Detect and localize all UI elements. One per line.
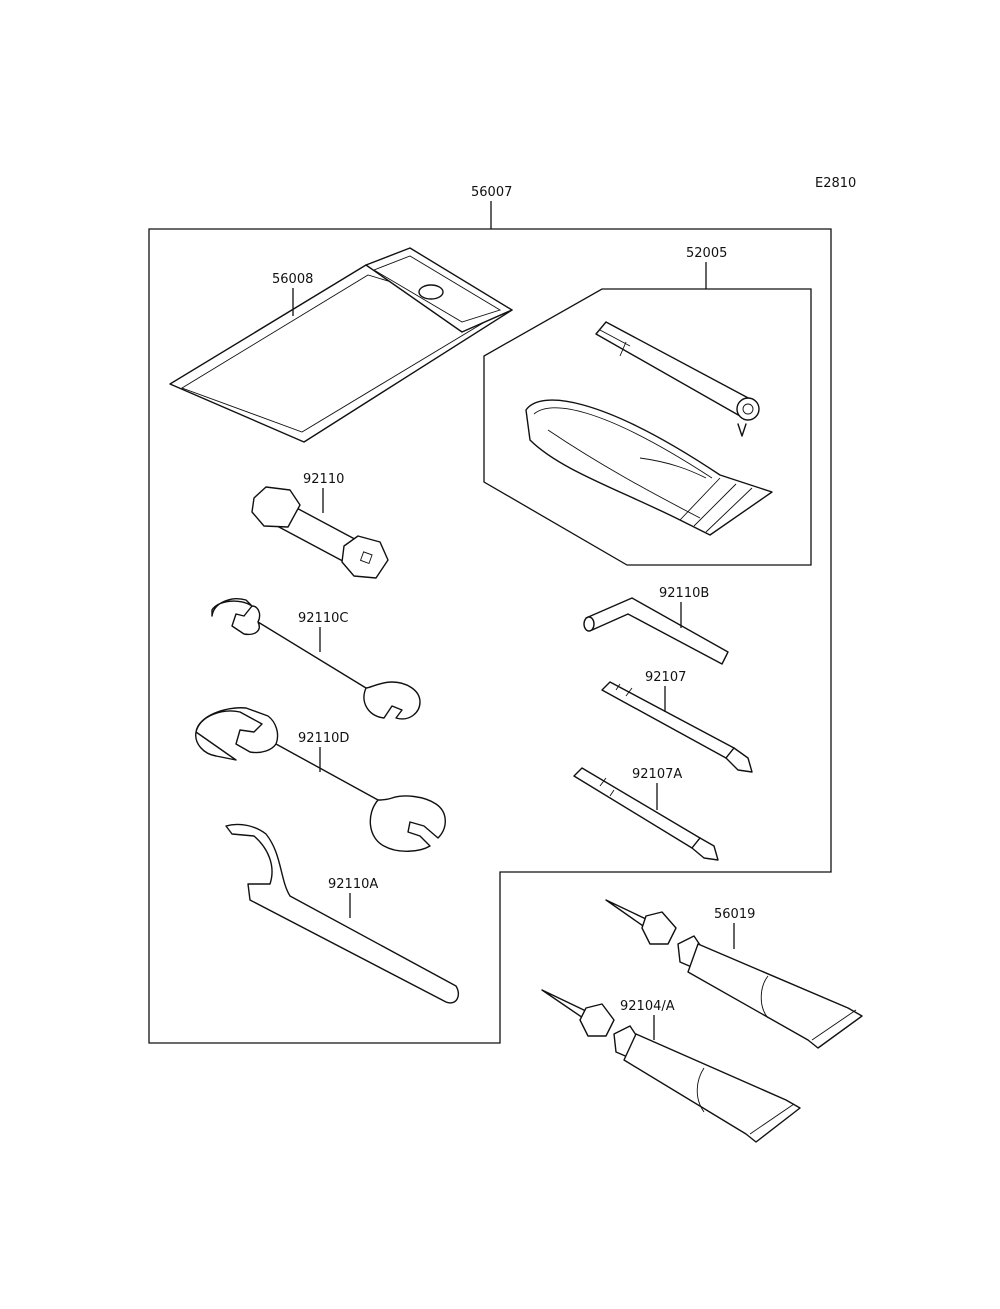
label-plug-wrench: 92110 [303, 472, 344, 487]
label-repair-kit: 52005 [686, 246, 727, 261]
kit-outline [148, 228, 832, 1044]
repair-pouch [525, 399, 773, 536]
grease-tube-2 [541, 989, 801, 1143]
hex-key [583, 597, 729, 665]
label-tube-2: 92104/A [620, 999, 675, 1014]
screwdriver [601, 681, 753, 773]
open-end-wrench-large [195, 707, 446, 852]
label-wrench-c: 92110C [298, 611, 348, 626]
label-kit: 56007 [471, 185, 512, 200]
repair-kit-outline [483, 288, 812, 566]
figure-code: E2810 [815, 176, 856, 191]
label-screwdriver-a: 92107A [632, 767, 682, 782]
tool-pouch [169, 247, 513, 443]
label-hook-wrench: 92110A [328, 877, 378, 892]
label-pouch: 56008 [272, 272, 313, 287]
label-tube-1: 56019 [714, 907, 755, 922]
hook-wrench [225, 823, 460, 1004]
grease-tube-1 [605, 899, 863, 1049]
label-wrench-d: 92110D [298, 731, 349, 746]
label-hex-key: 92110B [659, 586, 709, 601]
plug-wrench [251, 486, 389, 579]
label-screwdriver: 92107 [645, 670, 686, 685]
screwdriver-a [573, 767, 719, 861]
tire-repair-tool [595, 321, 760, 437]
open-end-wrench-small [211, 598, 421, 720]
